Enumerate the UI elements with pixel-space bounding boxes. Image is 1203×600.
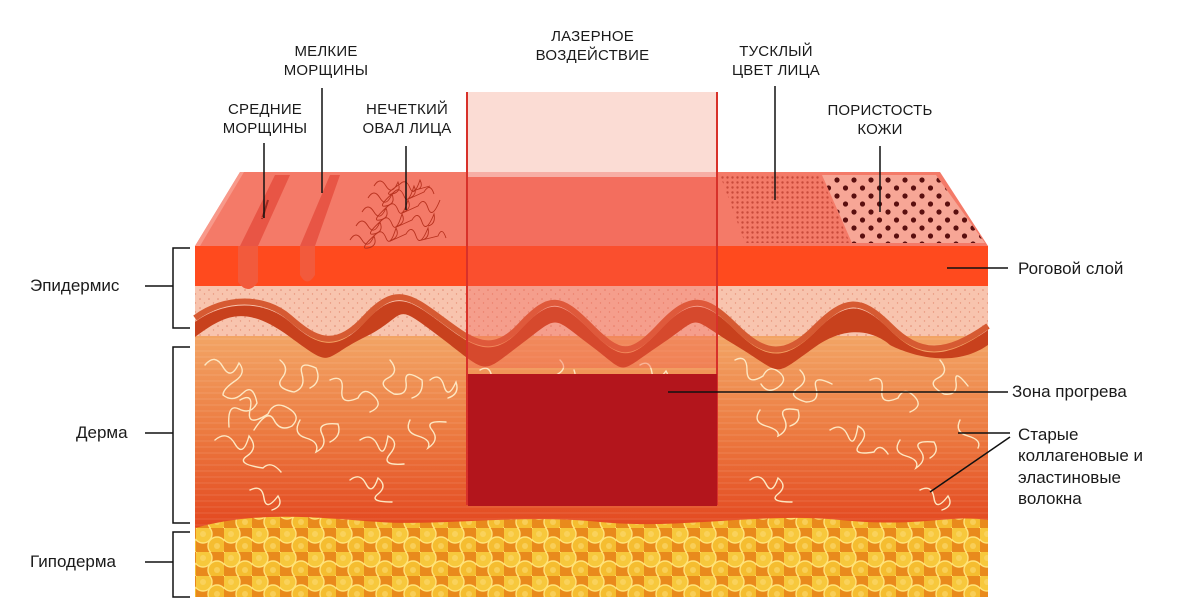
left-brackets (145, 247, 190, 598)
label-epidermis: Эпидермис (30, 276, 120, 295)
label-laser-impact: ЛАЗЕРНОЕ ВОЗДЕЙСТВИЕ (535, 28, 650, 64)
hypodermis-layer (195, 516, 988, 597)
label-stratum-corneum: Роговой слой (1018, 259, 1124, 278)
label-hypodermis: Гиподерма (30, 552, 117, 571)
right-leaders (668, 267, 1011, 493)
fine-wrinkle (300, 175, 340, 282)
dull-complexion-texture (720, 175, 850, 243)
label-dermis: Дерма (76, 423, 128, 442)
label-dull-complexion: ТУСКЛЫЙ ЦВЕТ ЛИЦА (732, 43, 820, 79)
wave-border (195, 301, 988, 370)
top-leaders (263, 86, 881, 218)
blurred-oval-texture (349, 178, 447, 249)
label-blurred-oval: НЕЧЕТКИЙ ОВАЛ ЛИЦА (362, 101, 452, 137)
laser-beam (467, 92, 717, 177)
collagen-fibers (204, 357, 980, 511)
label-porosity: ПОРИСТОСТЬ КОЖИ (827, 102, 933, 138)
label-fine-wrinkles: МЕЛКИЕ МОРЩИНЫ (283, 43, 369, 79)
label-old-fibers: Старые коллагеновые и эластиновые волокн… (1018, 425, 1144, 508)
label-medium-wrinkles: СРЕДНИЕ МОРЩИНЫ (222, 101, 308, 137)
label-heating-zone: Зона прогрева (1012, 382, 1127, 401)
heating-zone (468, 374, 717, 506)
stratum-corneum (195, 246, 988, 286)
